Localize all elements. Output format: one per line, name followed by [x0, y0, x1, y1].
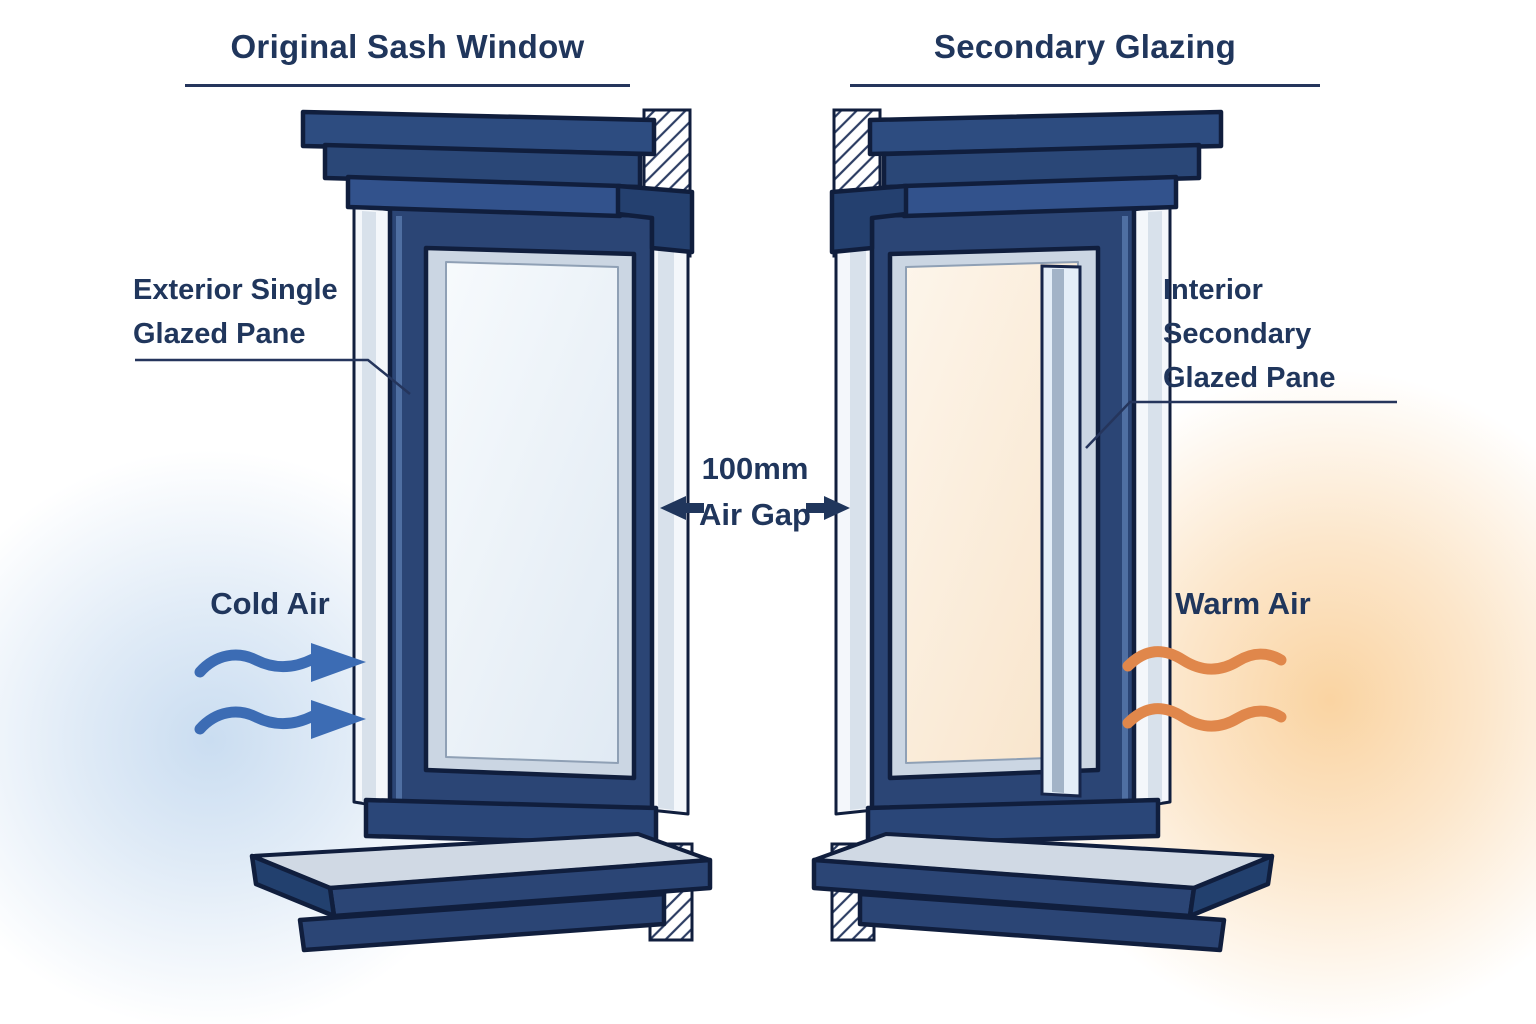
exterior-pane-label: Exterior Single Glazed Pane — [133, 268, 338, 356]
interior-pane-label-line1: Interior — [1163, 274, 1263, 306]
interior-pane-label: Interior Secondary Glazed Pane — [1163, 268, 1335, 400]
wavy-arrow-right-icon — [194, 700, 366, 739]
warm-air-wave-icons — [1122, 646, 1287, 732]
exterior-pane-leader-line — [135, 358, 411, 395]
arrow-right-icon — [806, 496, 850, 520]
air-gap-name: Air Gap — [699, 497, 811, 532]
air-gap-arrows — [660, 496, 850, 520]
interior-pane-label-line3: Glazed Pane — [1163, 362, 1336, 394]
exterior-pane-label-line1: Exterior Single — [133, 274, 338, 306]
wavy-arrow-right-icon — [194, 643, 366, 682]
cold-air-flow-icons — [194, 643, 366, 739]
interior-pane-label-line2: Secondary — [1163, 318, 1312, 350]
exterior-pane-label-line2: Glazed Pane — [133, 318, 306, 350]
left-panel-title: Original Sash Window — [185, 28, 630, 87]
secondary-glazed-pane — [1040, 264, 1082, 798]
right-window-illustration — [814, 112, 1272, 950]
right-panel-title: Secondary Glazing — [850, 28, 1320, 87]
warm-air-label: Warm Air — [1175, 586, 1311, 621]
heat-wave-icon — [1122, 703, 1287, 732]
single-glazed-pane — [430, 250, 632, 776]
cold-air-label: Cold Air — [210, 586, 330, 621]
air-gap-measure: 100mm — [701, 451, 809, 486]
arrow-left-icon — [660, 496, 704, 520]
left-window-illustration — [252, 112, 710, 950]
interior-pane-leader-line — [1085, 400, 1397, 449]
air-gap-label: 100mm Air Gap — [655, 446, 855, 538]
heat-wave-icon — [1122, 646, 1287, 675]
